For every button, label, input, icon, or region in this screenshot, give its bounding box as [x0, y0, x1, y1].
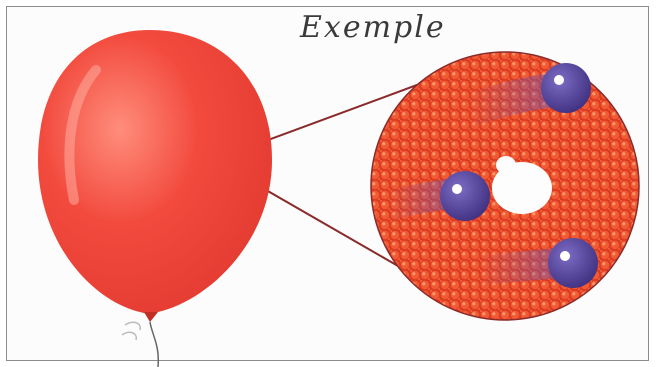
balloon-icon	[38, 30, 272, 367]
gas-particle-icon	[541, 63, 591, 113]
diagram-title: Exemple	[300, 10, 446, 45]
gas-particle-icon	[440, 171, 490, 221]
gas-particle-icon	[548, 238, 598, 288]
magnifier-circle-icon	[370, 51, 640, 321]
